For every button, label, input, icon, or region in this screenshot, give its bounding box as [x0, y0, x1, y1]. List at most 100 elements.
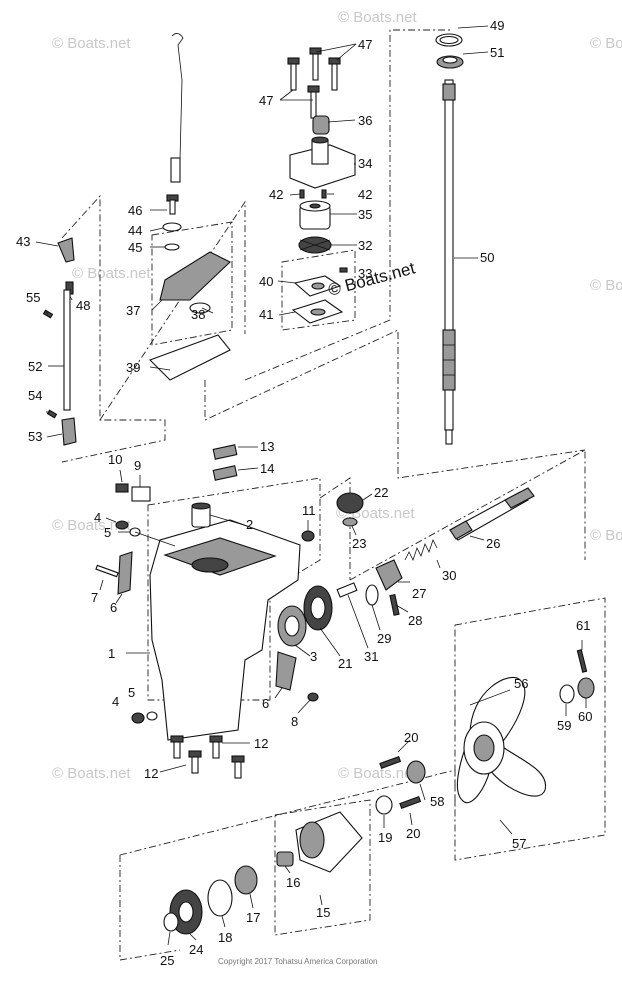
key-33: [339, 267, 348, 273]
washer-44: [162, 222, 182, 232]
callout-6: 6: [262, 696, 269, 711]
callout-56: 56: [514, 676, 528, 691]
pin-42b: [321, 189, 327, 199]
outline-bearing-housing: [274, 799, 371, 936]
callout-27: 27: [412, 586, 426, 601]
callout-20: 20: [406, 826, 420, 841]
anode-6b: [275, 651, 297, 691]
callout-24: 24: [189, 942, 203, 957]
callout-39: 39: [126, 360, 140, 375]
callout-46: 46: [128, 203, 142, 218]
callout-45: 45: [128, 240, 142, 255]
watermark: © Boats.net: [338, 9, 417, 26]
clutch-27: [375, 559, 403, 591]
lever-43: [57, 237, 75, 263]
washer-23: [342, 517, 358, 527]
bushing-16: [276, 851, 294, 867]
pin-42a: [299, 189, 305, 199]
callout-28: 28: [408, 613, 422, 628]
outline-propeller: [454, 597, 606, 861]
callout-58: 58: [430, 794, 444, 809]
callout-4: 4: [112, 694, 119, 709]
bolts-47: [287, 47, 341, 119]
callout-43: 43: [16, 234, 30, 249]
callout-31: 31: [364, 649, 378, 664]
bearing-17: [234, 865, 258, 895]
callout-51: 51: [490, 45, 504, 60]
cotter-61: [576, 649, 588, 673]
propeller-assembly: [406, 649, 595, 803]
bolts-12: [170, 735, 245, 779]
callout-40: 40: [259, 274, 273, 289]
plate-37: [159, 251, 231, 301]
callout-16: 16: [286, 875, 300, 890]
watermark: © Boats.net: [590, 527, 622, 544]
callout-12: 12: [144, 766, 158, 781]
watermark-layer: © Boats.net © Boats.net © Boats.net © Bo…: [52, 9, 622, 782]
callout-21: 21: [338, 656, 352, 671]
callout-5: 5: [104, 525, 111, 540]
callout-33: 33: [358, 266, 372, 281]
callout-26: 26: [486, 536, 500, 551]
outline-upper-left: [61, 194, 166, 463]
o-ring-45: [164, 243, 180, 251]
callout-49: 49: [490, 18, 504, 33]
grommet-36: [312, 115, 330, 135]
callout-41: 41: [259, 307, 273, 322]
outline-upper-mid: [99, 200, 246, 421]
shift-rod: [171, 33, 184, 161]
callout-19: 19: [378, 830, 392, 845]
callout-54: 54: [28, 388, 42, 403]
callout-47: 47: [358, 37, 372, 52]
callout-2: 2: [246, 517, 253, 532]
callout-52: 52: [28, 359, 42, 374]
drive-shaft-assembly: [435, 33, 464, 445]
bolt-20a: [379, 755, 402, 769]
boot-53: [61, 417, 77, 446]
callout-30: 30: [442, 568, 456, 583]
callout-37: 37: [126, 303, 140, 318]
callout-36: 36: [358, 113, 372, 128]
assembly-outlines: [61, 29, 606, 961]
outline-shaft: [349, 449, 586, 581]
callout-18: 18: [218, 930, 232, 945]
washer-59: [559, 684, 575, 704]
bolt-10: [115, 483, 129, 493]
callout-1: 1: [108, 646, 115, 661]
seal-38: [189, 302, 211, 314]
pin-31: [336, 582, 358, 598]
outline-pump-group: [281, 249, 356, 331]
callout-17: 17: [246, 910, 260, 925]
callout-53: 53: [28, 429, 42, 444]
block-9: [131, 486, 151, 502]
callout-59: 59: [557, 718, 571, 733]
callout-50: 50: [480, 250, 494, 265]
callout-20: 20: [404, 730, 418, 745]
o-ring-18: [207, 879, 233, 917]
callout-47: 47: [259, 93, 273, 108]
nut-60: [577, 677, 595, 699]
outline-housing-link: [204, 329, 586, 479]
callout-38: 38: [191, 307, 205, 322]
key-14: [212, 465, 238, 481]
leader-lines: [35, 25, 587, 946]
callout-13: 13: [260, 439, 274, 454]
watermark: © Boats.net: [590, 35, 622, 52]
callout-29: 29: [377, 631, 391, 646]
rod-52: [63, 289, 71, 411]
callout-42: 42: [358, 187, 372, 202]
washer-4b: [131, 712, 145, 724]
bearing-housing-assembly: [163, 755, 422, 935]
callout-60: 60: [578, 709, 592, 724]
watermark: © Boats.net: [72, 265, 151, 282]
callout-11: 11: [302, 503, 316, 518]
pinion-22: [336, 492, 364, 514]
callout-22: 22: [374, 485, 388, 500]
watermark: © Boats.net: [52, 517, 131, 534]
plug-11: [301, 530, 315, 542]
gear-case-1: [149, 519, 301, 741]
spring-30: [404, 538, 438, 562]
callout-6: 6: [110, 600, 117, 615]
callout-44: 44: [128, 223, 142, 238]
